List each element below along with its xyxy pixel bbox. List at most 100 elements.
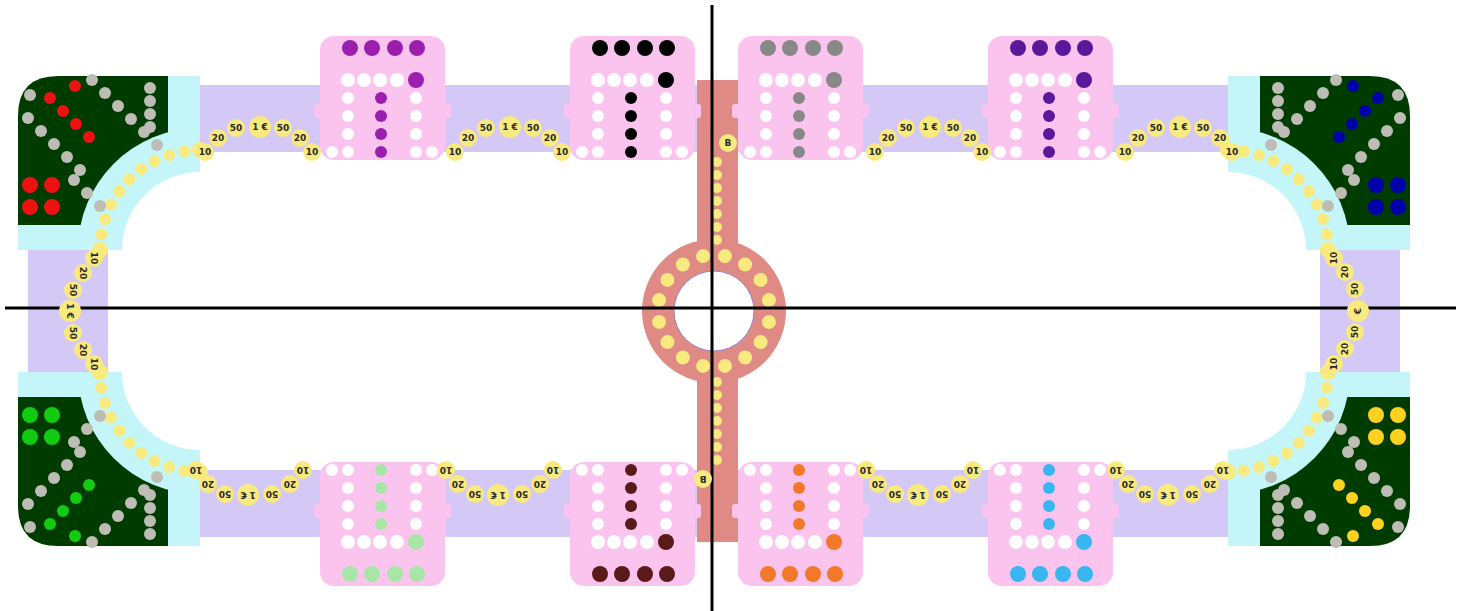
puzzle-tab	[861, 504, 869, 518]
gray-hole	[86, 536, 98, 548]
gray-hole	[1272, 95, 1284, 107]
gray-hole	[94, 200, 106, 212]
empty-hole	[760, 464, 772, 476]
corner-track	[1228, 372, 1350, 494]
empty-hole	[640, 73, 654, 87]
player-hole	[1333, 479, 1345, 491]
player-hole	[69, 80, 81, 92]
player-hole	[375, 110, 387, 122]
player-pawn	[342, 40, 358, 56]
player-pawn	[1390, 407, 1406, 423]
empty-hole	[592, 482, 604, 494]
player-pawn	[1032, 566, 1048, 582]
track-coin: 50	[477, 119, 495, 137]
player-hole	[793, 110, 805, 122]
empty-hole	[342, 464, 354, 476]
gray-hole	[1335, 187, 1347, 199]
player-hole	[57, 505, 69, 517]
track-coin: 50	[513, 485, 531, 503]
puzzle-tab	[982, 504, 990, 518]
gray-hole	[1348, 174, 1360, 186]
gray-hole	[48, 138, 60, 150]
empty-hole	[410, 146, 422, 158]
empty-hole	[1094, 146, 1106, 158]
empty-hole	[828, 92, 840, 104]
player-hole	[1043, 146, 1055, 158]
empty-hole	[660, 482, 672, 494]
track-coin: 50	[466, 485, 484, 503]
empty-hole	[373, 73, 387, 87]
gray-hole	[61, 151, 73, 163]
track-coin: 1 €	[59, 300, 81, 322]
track-dot	[105, 411, 117, 423]
empty-hole	[760, 146, 772, 158]
track-coin: 1 €	[237, 484, 259, 506]
player-pawn	[659, 566, 675, 582]
player-pawn	[44, 199, 60, 215]
track-coin: 10	[303, 143, 321, 161]
empty-hole	[760, 482, 772, 494]
empty-hole	[1078, 518, 1090, 530]
corner-base	[18, 364, 208, 548]
player-hole	[1043, 482, 1055, 494]
track-coin: 20	[459, 129, 477, 147]
player-hole	[375, 92, 387, 104]
corner-inner	[122, 172, 200, 250]
empty-hole	[1010, 464, 1022, 476]
empty-hole	[760, 128, 772, 140]
player-hole	[1076, 534, 1092, 550]
track-dot	[99, 397, 111, 409]
track-coin: 10	[544, 461, 562, 479]
gray-hole	[1330, 74, 1342, 86]
track-dot	[676, 351, 690, 365]
empty-hole	[342, 482, 354, 494]
track-dot	[1317, 397, 1329, 409]
player-hole	[1347, 80, 1359, 92]
empty-hole	[760, 500, 772, 512]
player-pawn	[22, 407, 38, 423]
track-coin: 50	[227, 119, 245, 137]
empty-hole	[342, 128, 354, 140]
empty-hole	[1078, 500, 1090, 512]
player-hole	[1372, 92, 1384, 104]
empty-hole	[759, 73, 773, 87]
gray-hole	[1394, 498, 1406, 510]
track-coin: 20	[531, 475, 549, 493]
empty-hole	[1058, 535, 1072, 549]
player-pawn	[1368, 177, 1384, 193]
gray-hole	[81, 187, 93, 199]
track-coin: 50	[1136, 485, 1154, 503]
empty-hole	[828, 146, 840, 158]
empty-hole	[1025, 73, 1039, 87]
track-coin: 1 €	[1169, 116, 1191, 138]
corner-base	[1220, 74, 1410, 258]
track-dot	[718, 249, 732, 263]
track-coin: 50	[263, 485, 281, 503]
gray-hole	[144, 95, 156, 107]
gray-hole	[1322, 200, 1334, 212]
track-coin: 50	[1183, 485, 1201, 503]
empty-hole	[1078, 110, 1090, 122]
player-pawn	[782, 566, 798, 582]
empty-hole	[326, 146, 338, 158]
empty-hole	[426, 146, 438, 158]
empty-hole	[1025, 535, 1039, 549]
puzzle-tab	[443, 504, 451, 518]
gray-hole	[81, 423, 93, 435]
puzzle-tab	[732, 504, 740, 518]
gray-hole	[68, 436, 80, 448]
player-hole	[1043, 92, 1055, 104]
player-pawn	[409, 566, 425, 582]
track-coin: 50	[64, 324, 82, 342]
player-hole	[1043, 110, 1055, 122]
track-coin: 20	[879, 129, 897, 147]
player-hole	[70, 118, 82, 130]
empty-hole	[676, 146, 688, 158]
empty-hole	[994, 146, 1006, 158]
track-dot	[1293, 437, 1305, 449]
player-hole	[793, 128, 805, 140]
player-hole	[625, 92, 637, 104]
player-hole	[1359, 505, 1371, 517]
